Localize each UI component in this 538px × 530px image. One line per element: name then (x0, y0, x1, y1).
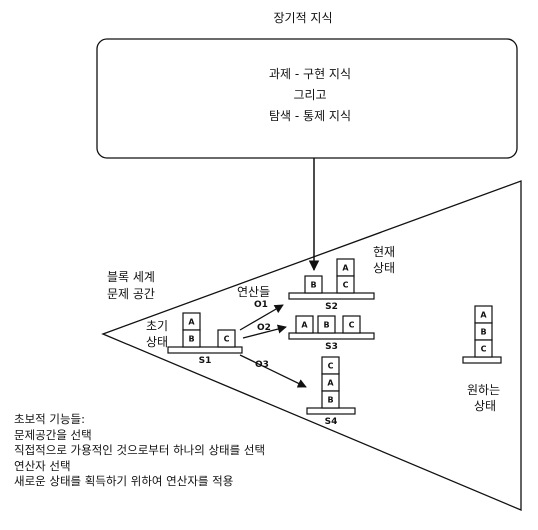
function-item: 직접적으로 가용적인 것으로부터 하나의 상태를 선택 (14, 443, 266, 457)
initial-state-label-line-1: 초기 (146, 319, 168, 333)
current-state-label-line-2: 상태 (373, 261, 395, 275)
problem-space-triangle (101, 180, 522, 511)
goal-state-label-line-1: 원하는 (467, 383, 500, 397)
box-line-1: 과제 - 구현 지식 (269, 67, 351, 81)
block (321, 390, 340, 409)
current-state-label-line-1: 현재 (373, 245, 395, 259)
block-label: A (480, 311, 487, 320)
function-item: 연산자 선택 (14, 458, 71, 473)
state-label: S2 (325, 302, 338, 312)
block-label: A (327, 379, 334, 388)
operators-label: 연산들 (237, 285, 270, 299)
function-item: 새로운 상태를 획득하기 위하여 연산자를 적용 (14, 474, 234, 488)
block-label: C (481, 345, 487, 354)
state-label: S3 (325, 342, 338, 352)
space-label-line-2: 문제 공간 (107, 287, 155, 301)
diagram-title: 장기적 지식 (273, 11, 332, 25)
block-label: A (342, 264, 349, 273)
initial-state-label-line-2: 상태 (146, 335, 168, 349)
state-goal: ABC (462, 305, 502, 364)
functions-heading: 초보적 기능들: (14, 412, 86, 426)
state-s1: AB C S1 (167, 312, 243, 366)
state-s4: CAB S4 (306, 356, 356, 427)
block-label: B (310, 281, 316, 290)
long-term-knowledge-box (96, 38, 518, 159)
function-item: 문제공간을 선택 (14, 427, 92, 442)
operator-arrow-o1 (239, 304, 284, 331)
block (295, 315, 314, 334)
table-base (462, 356, 502, 364)
block-label: C (349, 321, 355, 330)
block (182, 329, 201, 348)
box-line-2: 그리고 (293, 88, 326, 102)
block-label: C (343, 281, 349, 290)
block-label: B (323, 321, 329, 330)
block (317, 315, 336, 334)
state-s3: A B C S3 (288, 315, 375, 352)
operator-arrow-o3 (239, 354, 307, 388)
state-label: S4 (325, 417, 338, 427)
block-label: B (480, 328, 486, 337)
block-label: C (224, 335, 230, 344)
block-label: A (301, 321, 308, 330)
block-label: A (188, 318, 195, 327)
block (217, 329, 236, 348)
goal-state-label-line-2: 상태 (474, 399, 496, 413)
table-base (288, 332, 375, 340)
box-line-3: 탐색 - 통제 지식 (269, 109, 351, 123)
state-s2: B AC S2 (288, 258, 375, 312)
block-label: C (328, 362, 334, 371)
state-label: S1 (199, 356, 212, 366)
block (342, 315, 361, 334)
block (336, 275, 355, 294)
block-label: B (188, 335, 194, 344)
table-base (288, 292, 375, 300)
block (474, 339, 493, 358)
operator-label-o3: O3 (255, 360, 269, 370)
operator-arrow-o2 (242, 324, 287, 339)
block (304, 275, 323, 294)
table-base (167, 346, 243, 354)
space-label-line-1: 블록 세계 (107, 270, 155, 284)
block-label: B (327, 396, 333, 405)
primitive-functions-list: 초보적 기능들: 문제공간을 선택 직접적으로 가용적인 것으로부터 하나의 상… (14, 412, 434, 490)
operator-label-o2: O2 (257, 323, 271, 333)
operator-label-o1: O1 (254, 300, 268, 310)
